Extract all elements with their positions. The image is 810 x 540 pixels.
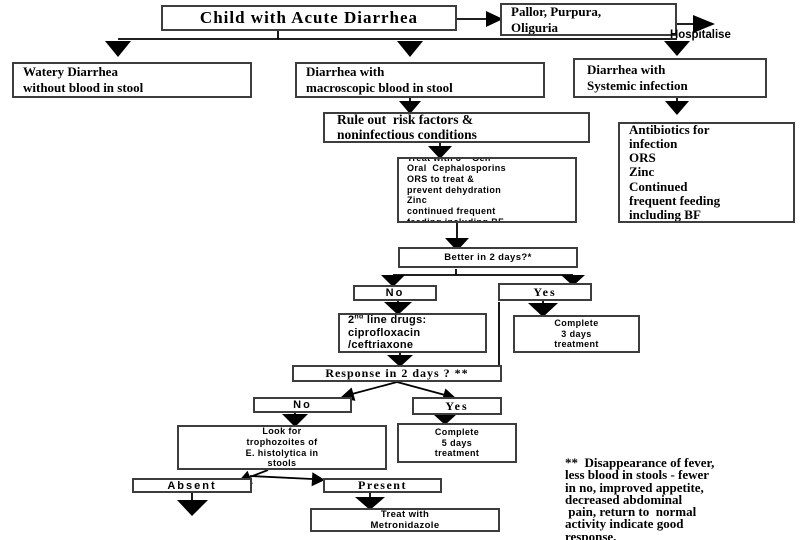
node-antibiotics: Antibiotics for infection ORS Zinc Conti… [618, 122, 795, 223]
node-yes-2: Yes [412, 397, 502, 415]
arrow-to-macroscopic [397, 41, 423, 57]
node-better-2-days: Better in 2 days?* [398, 247, 578, 268]
node-pallor-purpura-oliguria: Pallor, Purpura, Oliguria [500, 3, 677, 36]
node-complete-5-days: Complete 5 days treatment [397, 423, 517, 463]
footnote: ** Disappearance of fever, less blood in… [565, 455, 715, 540]
better-branch [393, 269, 573, 276]
node-title: Child with Acute Diarrhea [161, 5, 457, 31]
node-second-line-drugs: 2nd line drugs: ciprofloxacin /ceftriaxo… [338, 313, 487, 353]
node-no-2: No [253, 397, 352, 413]
node-yes-1: Yes [498, 283, 592, 301]
diag-response-to-yes2 [396, 381, 446, 396]
node-systemic-infection: Diarrhea with Systemic infection [573, 58, 767, 98]
node-absent: Absent [132, 478, 252, 493]
hospitalise-label: Hospitalise [670, 27, 731, 41]
node-present: Present [323, 478, 442, 493]
node-look-for-trophozoites: Look for trophozoites of E. histolytica … [177, 425, 387, 470]
node-response-2-days: Response in 2 days ? ** [292, 365, 502, 382]
diag-lookfor-to-present [249, 475, 313, 480]
node-macroscopic-blood: Diarrhea with macroscopic blood in stool [295, 62, 545, 98]
diag-response-to-no2 [351, 381, 398, 395]
node-no-1: No [353, 285, 437, 301]
diag-lookfor-to-absent [249, 469, 269, 478]
node-treat-3rd-gen: Treat with 3rd Gen Oral Cephalosporins O… [397, 157, 577, 223]
node-rule-out: Rule out risk factors & noninfectious co… [323, 112, 590, 143]
node-watery-diarrhea: Watery Diarrhea without blood in stool [12, 62, 252, 98]
node-treat-metronidazole: Treat with Metronidazole [310, 508, 500, 532]
arrow-to-systemic [664, 41, 690, 56]
arrow-to-watery [105, 41, 131, 57]
node-complete-3-days: Complete 3 days treatment [513, 315, 640, 353]
